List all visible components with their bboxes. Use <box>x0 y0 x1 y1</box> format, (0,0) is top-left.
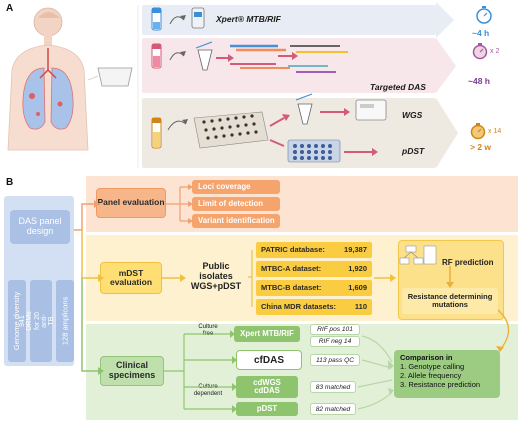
dataset-value-1: 1,920 <box>348 263 367 273</box>
targeted-das-method-label: Targeted DAS <box>370 82 426 92</box>
matched-82-pill: 82 matched <box>310 403 356 415</box>
xpert-time: ~4 h <box>472 28 490 38</box>
dataset-value-3: 110 <box>354 301 367 311</box>
wgs-eppendorf-icon <box>295 93 313 125</box>
comparison-item-2: 3. Resistance prediction <box>400 380 481 389</box>
das-tube-icon <box>151 43 162 69</box>
cddas-label: cdDAS <box>254 386 280 395</box>
dataset-name-0: PATRIC database: <box>261 244 325 254</box>
panel-a-label: A <box>6 3 14 14</box>
cdwgs-cddas-box: cdWGS cdDAS <box>236 376 298 398</box>
dataset-row-3: China MDR datasets: 110 <box>256 299 372 315</box>
limit-of-detection-item: Limit of detection <box>192 197 280 211</box>
rif-pos-pill: RIF pos 101 <box>310 324 360 335</box>
patient-icon <box>7 7 89 151</box>
amplicons-box: 128 amplicons <box>56 280 74 362</box>
variant-identification-item: Variant identification <box>192 214 280 228</box>
genome-diversity-box: Genome diversity <box>8 280 26 362</box>
das-multiplier: x 2 <box>490 48 500 55</box>
das-band-tip <box>436 38 456 93</box>
public-isolates-box: Public isolates WGS+pDST <box>190 261 242 291</box>
das-clock-icon <box>472 43 488 60</box>
wgs-method-label: WGS <box>402 110 423 120</box>
dataset-name-2: MTBC-B dataset: <box>261 282 322 292</box>
comparison-item-1: 2. Allele frequency <box>400 371 462 380</box>
dataset-value-0: 19,387 <box>344 244 367 254</box>
comparison-box: Comparison in 1. Genotype calling 2. All… <box>394 350 500 398</box>
sequencer-icon <box>355 99 387 121</box>
xpert-method-label: Xpert® MTB/RIF <box>216 14 281 24</box>
wgs-pdst-band-tip <box>436 98 458 168</box>
das-panel-design-box: DAS panel design <box>10 210 70 244</box>
decision-tree-icon <box>399 245 437 265</box>
xpert-curve-arrow <box>169 16 185 25</box>
matched-83-pill: 83 matched <box>310 381 356 393</box>
culture-tube-icon <box>151 117 162 149</box>
xpert-band <box>142 5 436 35</box>
pdst-clinical-box: pDST <box>236 402 298 416</box>
dataset-row-1: MTBC-A dataset: 1,920 <box>256 261 372 277</box>
xpert-clinical-box: Xpert MTB/RIF <box>234 326 300 342</box>
dst-plate-icon <box>287 139 341 163</box>
rf-prediction-label: RF prediction <box>442 258 494 267</box>
xpert-cartridge-icon <box>191 7 205 29</box>
pdst-clock-icon <box>470 123 486 140</box>
xpert-band-tip <box>436 2 454 38</box>
culture-rack-icon <box>193 111 269 149</box>
dataset-value-2: 1,609 <box>348 282 367 292</box>
mdst-evaluation-box: mDST evaluation <box>100 262 162 294</box>
pdst-method-label: pDST <box>402 146 425 156</box>
pass-qc-pill: 113 pass QC <box>310 354 360 366</box>
comparison-item-0: 1. Genotype calling <box>400 362 465 371</box>
resistance-mutations-box: Resistance determining mutations <box>402 288 498 314</box>
cdwgs-label: cdWGS <box>253 377 281 387</box>
dna-amplicons-icon <box>230 44 348 73</box>
xpert-tube-icon <box>151 7 162 31</box>
loci-coverage-item: Loci coverage <box>192 180 280 194</box>
drms-box: 941 DRMs for 20 anti-TB drugs <box>19 280 63 362</box>
das-time: ~48 h <box>468 76 490 86</box>
panel-b-label: B <box>6 177 14 188</box>
sputum-cup-icon <box>87 67 133 87</box>
rif-neg-pill: RIF neg 14 <box>310 336 360 347</box>
comparison-title: Comparison in <box>400 353 453 362</box>
dataset-row-2: MTBC-B dataset: 1,609 <box>256 280 372 296</box>
pdst-multiplier: x 14 <box>488 128 502 135</box>
pdst-time: > 2 w <box>470 142 492 152</box>
dataset-name-1: MTBC-A dataset: <box>261 263 322 273</box>
clinical-specimens-box: Clinical specimens <box>100 356 164 386</box>
dataset-name-3: China MDR datasets: <box>261 301 337 311</box>
das-eppendorf-icon <box>195 41 213 71</box>
dataset-row-0: PATRIC database: 19,387 <box>256 242 372 258</box>
xpert-clock-icon <box>476 6 492 24</box>
